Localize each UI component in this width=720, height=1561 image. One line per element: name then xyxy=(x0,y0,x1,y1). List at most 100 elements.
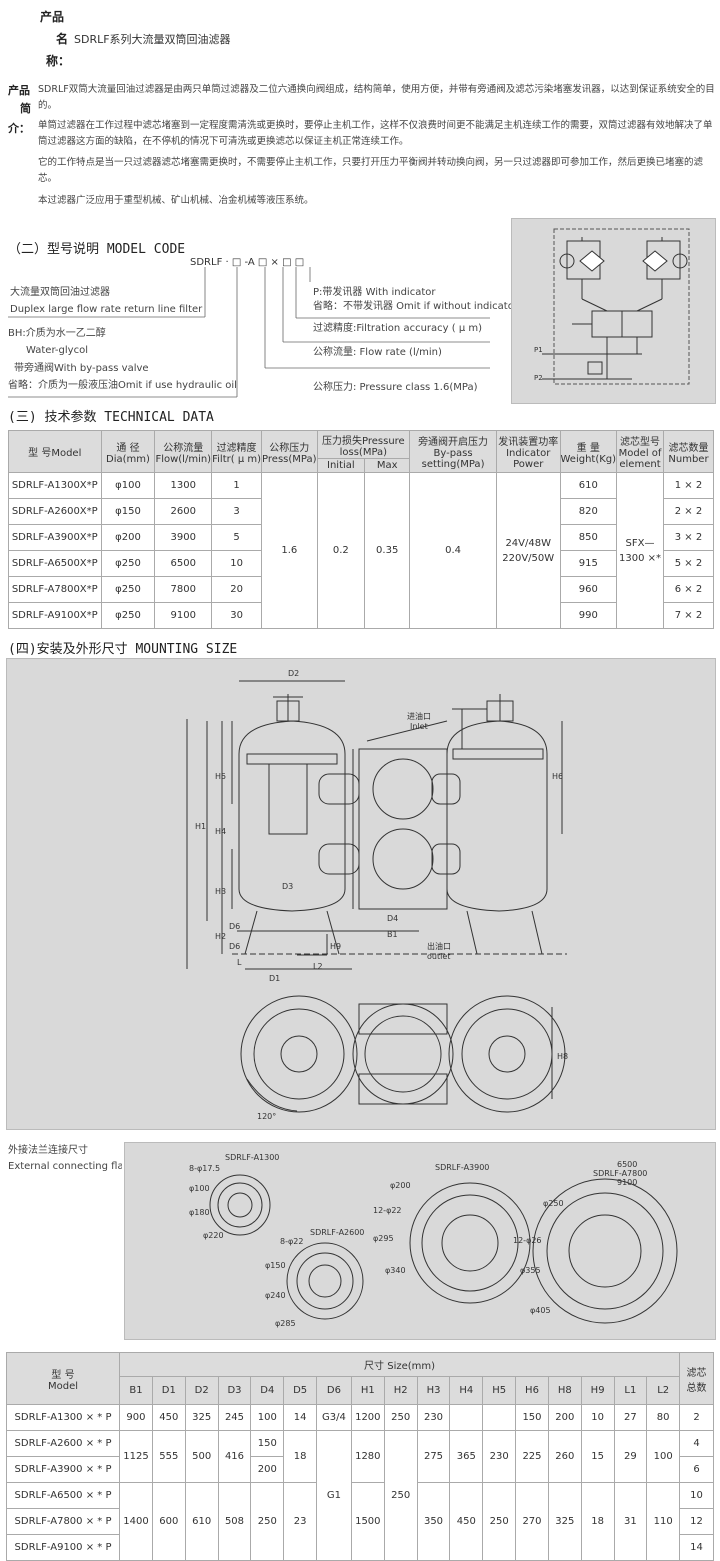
mounting-drawing: D2 H5 H1 H4 H3 H2 D3 D6 D6 L D1 L2 H9 B1… xyxy=(186,669,568,1121)
flange-a2600-title: SDRLF-A2600 xyxy=(310,1228,364,1237)
flange-a3900-d340: φ340 xyxy=(385,1266,406,1275)
mounting-drawing-panel: D2 H5 H1 H4 H3 H2 D3 D6 D6 L D1 L2 H9 B1… xyxy=(6,658,716,1130)
product-name-label-2: 名 xyxy=(56,32,69,46)
th-press: 公称压力Press(MPa) xyxy=(261,430,318,473)
flange-a6500-bolt: 12-φ26 xyxy=(513,1236,542,1245)
dim-td-l2: 100 xyxy=(646,1430,681,1483)
dim-td-model: SDRLF-A3900 × * P xyxy=(5,1456,121,1483)
dim-td-l2: 80 xyxy=(646,1404,681,1431)
dim-td-model: SDRLF-A1300 × * P xyxy=(5,1404,121,1431)
model-code-leader-lines xyxy=(8,267,490,398)
td-model: SDRLF-A3900X*P xyxy=(8,524,102,551)
td-flow: 1300 xyxy=(154,472,213,499)
dim-col-header: H5 xyxy=(482,1376,517,1405)
dim-col-header: H8 xyxy=(547,1376,582,1405)
td-model: SDRLF-A9100X*P xyxy=(8,602,102,629)
dim-td-d6: G3/4 xyxy=(316,1404,352,1431)
dim-td-h2-250: 250 xyxy=(383,1430,418,1561)
element-value-1: SFX— xyxy=(625,537,655,549)
dim-td-h2: 250 xyxy=(383,1404,418,1431)
dim-b1: B1 xyxy=(387,930,398,939)
dim-h6: H6 xyxy=(552,772,563,781)
dim-td-h4: 365 xyxy=(449,1430,484,1483)
td-weight: 610 xyxy=(559,472,618,499)
product-name-value: SDRLF系列大流量双筒回油滤器 xyxy=(74,33,231,46)
td-number: 7 × 2 xyxy=(662,602,715,629)
td-filtr: 3 xyxy=(211,498,263,525)
dim-td-d4: 150 xyxy=(250,1430,285,1457)
intro-label-2: 简 xyxy=(20,102,31,115)
flange-a6500-title2: SDRLF-A7800 xyxy=(593,1169,647,1178)
dim-td-d2: 325 xyxy=(184,1404,219,1431)
dim-d1: D1 xyxy=(269,974,280,983)
intro-paragraph: 本过滤器广泛应用于重型机械、矿山机械、冶金机械等液压系统。 xyxy=(38,195,314,206)
dim-d6-bottom: D6 xyxy=(229,942,240,951)
dim-l: L xyxy=(237,958,242,967)
model-omit-medium: 省略：介质为一般液压油Omit if use hydraulic oil xyxy=(8,380,237,391)
dim-td-d3: 245 xyxy=(217,1404,252,1431)
th-initial: Initial xyxy=(316,458,366,473)
hydraulic-schematic: P1 P2 xyxy=(534,228,690,385)
intro-paragraph: SDRLF双筒大流量回油过滤器是由两只单筒过滤器及二位六通换向阀组成，结构简单，… xyxy=(38,84,715,111)
schematic-label-p1: P1 xyxy=(534,346,543,354)
dim-td-d2: 610 xyxy=(184,1482,219,1561)
td-weight: 990 xyxy=(559,602,618,629)
td-flow: 3900 xyxy=(154,524,213,551)
td-weight: 960 xyxy=(559,576,618,603)
dim-td-count: 10 xyxy=(679,1482,714,1509)
dim-h4: H4 xyxy=(215,827,226,836)
model-omit-indicator: 省略：不带发讯器 Omit if without indicator xyxy=(313,301,511,312)
td-number: 5 × 2 xyxy=(662,550,715,577)
indicator-value-1: 24V/48W xyxy=(505,537,551,549)
intro-paragraph: 单筒过滤器在工作过程中滤芯堵塞到一定程度需清洗或更换时，要停止主机工作，这样不仅… xyxy=(38,120,713,147)
dim-td-h8: 325 xyxy=(547,1482,582,1561)
th-filtr: 过滤精度Filtr( μ m) xyxy=(211,430,263,473)
dim-td-h9: 15 xyxy=(580,1430,615,1483)
dim-td-count: 2 xyxy=(679,1404,714,1431)
dim-td-h8: 260 xyxy=(547,1430,582,1483)
dim-td-count: 4 xyxy=(679,1430,714,1457)
dim-col-header: H2 xyxy=(383,1376,418,1405)
td-model: SDRLF-A6500X*P xyxy=(8,550,102,577)
flange-a2600-d150: φ150 xyxy=(265,1261,286,1270)
dim-td-d5: 18 xyxy=(283,1430,317,1483)
model-desc-en: Duplex large flow rate return line filte… xyxy=(10,304,203,315)
inlet-label-cn: 进油口 xyxy=(407,711,431,721)
flange-a3900-title: SDRLF-A3900 xyxy=(435,1163,489,1172)
model-bh-line1: BH:介质为水一乙二醇 xyxy=(8,328,106,339)
dim-td-count: 6 xyxy=(679,1456,714,1483)
td-dia: φ200 xyxy=(100,524,156,551)
dim-col-header: L2 xyxy=(646,1376,681,1405)
dim-td-d5: 14 xyxy=(283,1404,317,1431)
th-model: 型 号Model xyxy=(8,430,102,473)
dim-td-count: 14 xyxy=(679,1534,714,1561)
dim-td-h1: 1200 xyxy=(350,1404,385,1431)
dim-td-h4 xyxy=(449,1404,484,1431)
flange-label-en: External connecting flange xyxy=(8,1161,122,1172)
dim-h8: H8 xyxy=(557,1052,568,1061)
model-p-indicator: P:带发讯器 With indicator xyxy=(313,287,436,298)
dim-col-header: D5 xyxy=(283,1376,317,1405)
flange-a6500-d250: φ250 xyxy=(543,1199,564,1208)
flange-a1300-d180: φ180 xyxy=(189,1208,210,1217)
dim-td-l1: 27 xyxy=(613,1404,648,1431)
dim-td-h1: 1500 xyxy=(350,1482,385,1561)
dim-col-header: L1 xyxy=(613,1376,648,1405)
dim-td-h3: 350 xyxy=(416,1482,451,1561)
dim-td-h8: 200 xyxy=(547,1404,582,1431)
dim-h3: H3 xyxy=(215,887,226,896)
dim-td-h6: 270 xyxy=(515,1482,549,1561)
dim-td-h5 xyxy=(482,1404,517,1431)
td-model: SDRLF-A1300X*P xyxy=(8,472,102,499)
dim-td-d1: 600 xyxy=(151,1482,186,1561)
dim-td-h4: 450 xyxy=(449,1482,484,1561)
dim-col-header: D6 xyxy=(316,1376,352,1405)
flange-a6500-title1: 6500 xyxy=(617,1160,637,1169)
mounting-size-title: (四)安装及外形尺寸 MOUNTING SIZE xyxy=(8,642,238,657)
flange-a2600-d240: φ240 xyxy=(265,1291,286,1300)
flange-a2600-bolt: 8-φ22 xyxy=(280,1237,303,1246)
dim-td-h9: 18 xyxy=(580,1482,615,1561)
flange-drawing-panel: SDRLF-A1300 8-φ17.5 φ100 φ180 φ220 SDRLF… xyxy=(124,1142,716,1340)
th-dia: 通 径Dia(mm) xyxy=(100,430,156,473)
